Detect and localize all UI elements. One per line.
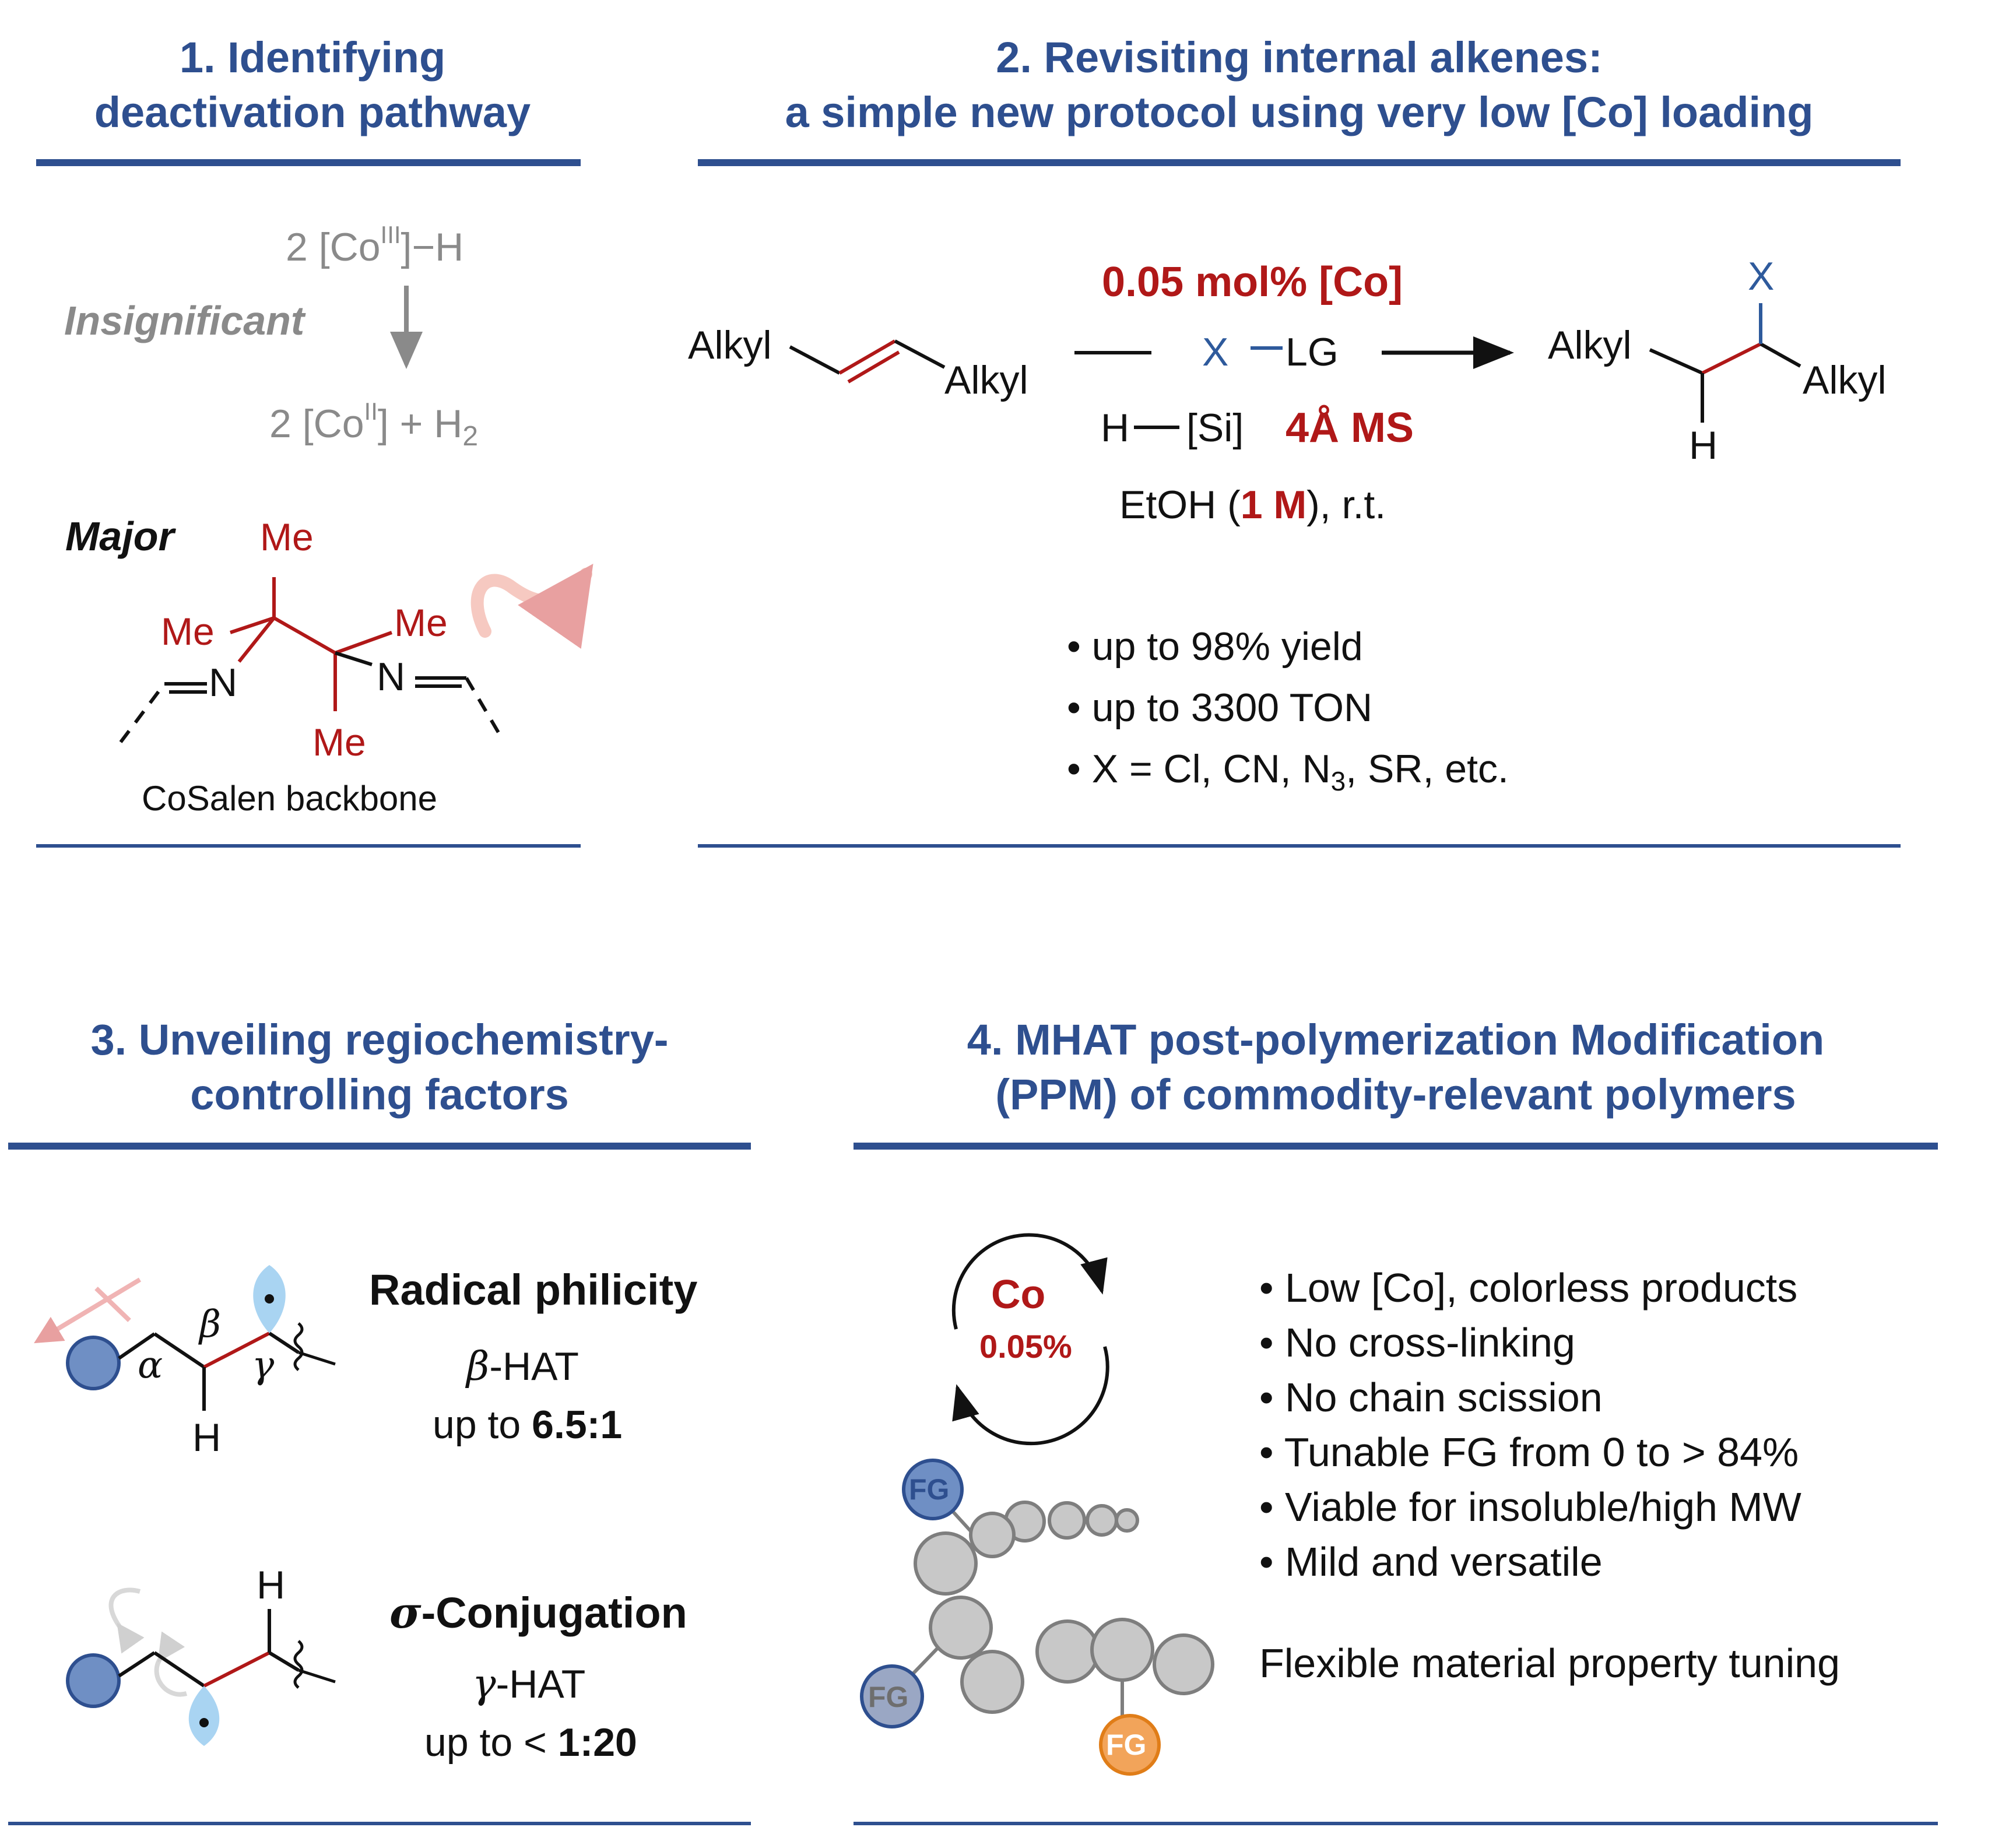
n-right-label: N bbox=[377, 655, 406, 699]
section-rules bbox=[8, 159, 1938, 1825]
panel2-heading-line1: 2. Revisiting internal alkenes: bbox=[996, 33, 1603, 82]
catalyst-loading: 0.05 mol% [Co] bbox=[1102, 259, 1403, 305]
me-top-label: Me bbox=[260, 515, 314, 558]
alkene-substrate-structure bbox=[789, 339, 946, 384]
x-reagent: X bbox=[1202, 330, 1229, 374]
beta-label: β bbox=[199, 1303, 221, 1346]
gamma-label: γ bbox=[252, 1344, 275, 1387]
radical-philicity-structure bbox=[34, 1265, 336, 1411]
feature-item: • Low [Co], colorless products bbox=[1259, 1265, 1798, 1310]
scope-bullet-yield: • up to 98% yield bbox=[1067, 624, 1363, 669]
fg-label-orange: FG bbox=[1106, 1728, 1147, 1761]
product-alkyl-right: Alkyl bbox=[1803, 358, 1887, 402]
substrate-alkyl-left: Alkyl bbox=[688, 323, 772, 367]
hydrofunctionalized-product-structure bbox=[1649, 303, 1801, 423]
feature-item: • Viable for insoluble/high MW bbox=[1259, 1484, 1801, 1530]
substrate-alkyl-right: Alkyl bbox=[944, 358, 1028, 402]
panel3-heading: 3. Unveiling regiochemistry- controlling… bbox=[8, 1013, 751, 1122]
n-left-label: N bbox=[209, 660, 238, 705]
sigma-conjugation-structure bbox=[66, 1587, 336, 1746]
me-bottom-label: Me bbox=[312, 721, 366, 764]
fg-bubbles bbox=[860, 1459, 1161, 1776]
feature-item: • No chain scission bbox=[1259, 1375, 1603, 1420]
product-alkyl-left: Alkyl bbox=[1548, 323, 1632, 367]
panel1-heading: 1. Identifying deactivation pathway bbox=[36, 30, 589, 140]
me-left-label: Me bbox=[161, 610, 215, 653]
lg-reagent: LG bbox=[1286, 330, 1339, 374]
panel4-heading-line2: (PPM) of commodity-relevant polymers bbox=[995, 1070, 1796, 1119]
silane-reagent: [Si] bbox=[1186, 406, 1244, 450]
cohydride-reactant: 2 [CoIII]−H bbox=[286, 221, 464, 269]
radical-philicity-title: Radical philicity bbox=[369, 1266, 698, 1314]
panel3-heading-line2: controlling factors bbox=[190, 1070, 569, 1119]
fg-bubble-blue bbox=[902, 1459, 964, 1520]
fg-label-gray: FG bbox=[868, 1681, 909, 1713]
h-reagent: H bbox=[1101, 406, 1130, 450]
sigma-conjugation-title: σ-Conjugation bbox=[389, 1588, 687, 1638]
panel4-heading-line1: 4. MHAT post-polymerization Modification bbox=[967, 1016, 1825, 1064]
alpha-label: α bbox=[138, 1344, 163, 1387]
feature-list: • Low [Co], colorless products • No cros… bbox=[1259, 1260, 1801, 1589]
property-tuning-tagline: Flexible material property tuning bbox=[1259, 1640, 1841, 1686]
scope-bullet-ton: • up to 3300 TON bbox=[1067, 686, 1373, 730]
panel3-heading-line1: 3. Unveiling regiochemistry- bbox=[90, 1016, 669, 1064]
catalytic-cycle-icon bbox=[951, 1233, 1109, 1446]
h-label-bottom-molecule: H bbox=[257, 1563, 286, 1607]
fg-label-blue: FG bbox=[909, 1473, 950, 1506]
feature-item: • No cross-linking bbox=[1259, 1320, 1575, 1365]
insignificant-label: Insignificant bbox=[64, 298, 305, 343]
panel2-heading: 2. Revisiting internal alkenes: a simple… bbox=[698, 30, 1901, 140]
gamma-hat-label: γ-HAT bbox=[472, 1661, 586, 1707]
major-label: Major bbox=[65, 514, 174, 559]
polymer-chain-graphic bbox=[896, 1488, 1214, 1720]
beta-hat-label: β-HAT bbox=[466, 1344, 579, 1390]
cosalen-caption: CoSalen backbone bbox=[142, 779, 438, 818]
product-x: X bbox=[1748, 254, 1775, 298]
panel4-heading: 4. MHAT post-polymerization Modification… bbox=[854, 1013, 1938, 1122]
molecular-sieves: 4Å MS bbox=[1286, 405, 1414, 451]
gamma-hat-ratio: up to < 1:20 bbox=[424, 1720, 637, 1765]
panel2-heading-line2: a simple new protocol using very low [Co… bbox=[785, 88, 1814, 136]
me-right-label: Me bbox=[394, 601, 448, 644]
h-label-top-molecule: H bbox=[192, 1415, 222, 1460]
cycle-loading-label: 0.05% bbox=[979, 1328, 1072, 1365]
solvent-conditions: EtOH (1 M), r.t. bbox=[1119, 483, 1386, 527]
feature-item: • Tunable FG from 0 to > 84% bbox=[1259, 1429, 1799, 1475]
fg-bubble-gray bbox=[860, 1664, 924, 1728]
co-ii-product: 2 [CoII] + H2 bbox=[269, 398, 479, 452]
feature-item: • Mild and versatile bbox=[1259, 1539, 1603, 1584]
cosalen-backbone-structure bbox=[119, 577, 503, 743]
product-h: H bbox=[1689, 423, 1718, 468]
beta-hat-ratio: up to 6.5:1 bbox=[433, 1403, 623, 1447]
panel1-heading-line1: 1. Identifying bbox=[179, 33, 446, 82]
scope-bullet-x: • X = Cl, CN, N3, SR, etc. bbox=[1067, 747, 1509, 796]
fg-bubble-orange bbox=[1099, 1714, 1161, 1776]
panel1-heading-line2: deactivation pathway bbox=[94, 88, 531, 136]
cycle-co-label: Co bbox=[991, 1271, 1046, 1317]
pink-wavy-bond bbox=[470, 563, 593, 649]
